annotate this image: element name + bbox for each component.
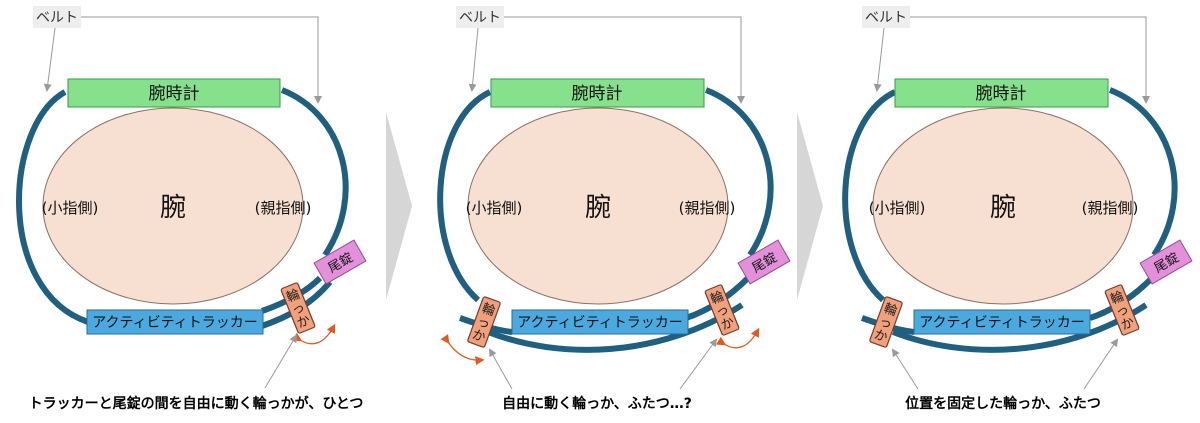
arm-label: 腕 bbox=[160, 193, 186, 223]
watch-label: 腕時計 bbox=[572, 84, 623, 104]
watch bbox=[894, 78, 1109, 108]
thumb-side-label: (親指側) bbox=[679, 199, 736, 217]
activity-tracker bbox=[511, 309, 689, 335]
belt-strap-outer bbox=[486, 302, 744, 353]
tracker-label: アクティビティトラッカー bbox=[919, 315, 1085, 331]
strap-loop-label: 輪っか bbox=[872, 300, 899, 346]
rotate-arrow-icon bbox=[440, 334, 485, 366]
caption-pointer bbox=[679, 338, 718, 390]
caption: トラッカーと尾錠の間を自由に動く輪っかが、ひとつ bbox=[29, 395, 364, 412]
belt-label: ベルト bbox=[36, 10, 78, 26]
caption: 自由に動く輪っか、ふたつ…? bbox=[502, 395, 692, 412]
panel-3: 腕 (小指側) (親指側) 腕時計 アクティビティトラッカー 尾錠 輪っか 輪っ… bbox=[842, 6, 1193, 412]
caption-pointer bbox=[891, 348, 919, 390]
pinky-side-label: (小指側) bbox=[466, 199, 523, 217]
arm bbox=[872, 107, 1134, 305]
tracker-label: アクティビティトラッカー bbox=[92, 315, 258, 331]
pinky-side-label: (小指側) bbox=[869, 199, 926, 217]
panel-1: 腕 (小指側) (親指側) 腕時計 アクティビティトラッカー 尾錠 輪っか ベル… bbox=[16, 6, 367, 412]
panel-2: 腕 (小指側) (親指側) 腕時計 アクティビティトラッカー 尾錠 輪っか 輪っ… bbox=[437, 6, 791, 412]
strap-loop: 輪っか bbox=[869, 296, 903, 348]
belt-strap-outer bbox=[437, 89, 492, 303]
watch bbox=[490, 78, 705, 108]
watch-label: 腕時計 bbox=[149, 84, 200, 104]
belt-pointer bbox=[910, 16, 1150, 104]
caption-pointer bbox=[489, 348, 513, 390]
belt-strap-outer bbox=[842, 89, 897, 303]
buckle: 尾錠 bbox=[1139, 239, 1193, 285]
belt-strap-outer bbox=[704, 87, 774, 257]
caption: 位置を固定した輪っか、ふたつ bbox=[905, 395, 1101, 412]
chevron-right-icon bbox=[386, 112, 412, 300]
arm-label: 腕 bbox=[990, 193, 1016, 223]
arm bbox=[42, 107, 304, 305]
arm-label: 腕 bbox=[585, 193, 611, 223]
pinky-side-label: (小指側) bbox=[42, 199, 99, 217]
belt-strap-outer bbox=[280, 87, 349, 257]
belt-label: ベルト bbox=[459, 10, 501, 26]
buckle: 尾錠 bbox=[737, 239, 791, 285]
belt-label: ベルト bbox=[865, 10, 907, 26]
tracker-label: アクティビティトラッカー bbox=[517, 315, 683, 331]
thumb-side-label: (親指側) bbox=[1082, 199, 1139, 217]
buckle: 尾錠 bbox=[313, 239, 367, 285]
thumb-side-label: (親指側) bbox=[255, 199, 312, 217]
chevron-right-icon bbox=[797, 112, 823, 300]
strap-loop-label: 輪っか bbox=[1108, 288, 1137, 334]
belt-pointer bbox=[81, 16, 322, 104]
belt-callout-box bbox=[33, 6, 81, 28]
strap-loop: 輪っか bbox=[1104, 284, 1140, 336]
belt-callout-box bbox=[456, 6, 504, 28]
belt-callout-box bbox=[862, 6, 910, 28]
caption-pointer bbox=[1083, 338, 1119, 390]
belt-pointer bbox=[504, 16, 745, 104]
belt-strap-outer bbox=[1108, 87, 1178, 257]
rotate-arrow-icon bbox=[292, 323, 336, 345]
belt-strap-outer bbox=[16, 89, 89, 325]
activity-tracker bbox=[913, 309, 1091, 335]
watch bbox=[67, 78, 281, 108]
strap-loop-label: 輪っか bbox=[284, 286, 313, 332]
belt-pointer bbox=[873, 27, 885, 92]
belt-strap-outer bbox=[891, 302, 1148, 353]
belt-pointer bbox=[468, 27, 479, 92]
strap-loop: 輪っか bbox=[280, 282, 316, 334]
caption-pointer bbox=[264, 334, 298, 389]
belt-pointer bbox=[43, 27, 56, 92]
rotate-arrow-icon bbox=[716, 327, 760, 349]
watch-label: 腕時計 bbox=[976, 84, 1027, 104]
arm bbox=[467, 107, 729, 305]
activity-tracker bbox=[86, 309, 264, 335]
